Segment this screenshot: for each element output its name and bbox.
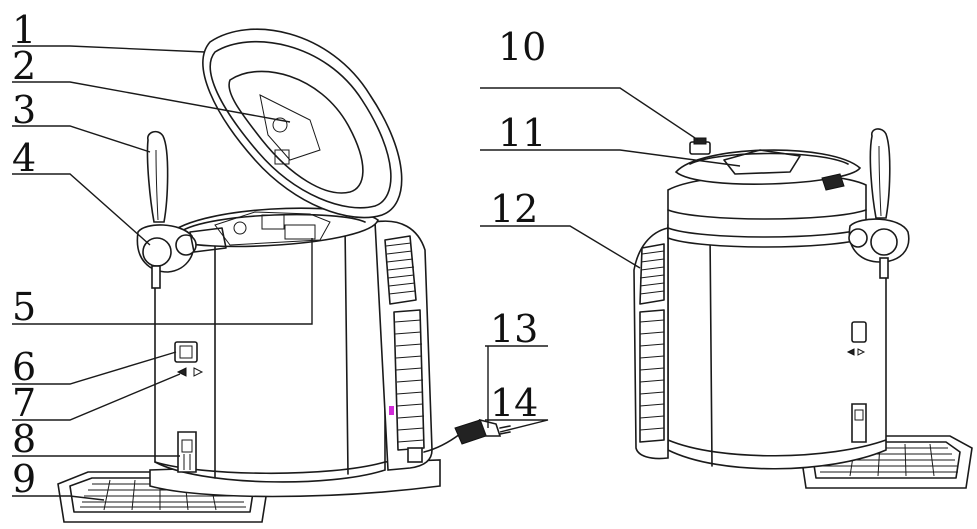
- tap-lever-left: [146, 130, 169, 223]
- callout-5: 5: [12, 285, 36, 329]
- callout-4: 4: [12, 136, 36, 180]
- callout-7: 7: [12, 381, 36, 425]
- tap-head-left: [136, 224, 227, 289]
- left-unit: [57, 28, 511, 523]
- callout-12: 12: [490, 187, 538, 231]
- callout-9: 9: [12, 457, 36, 501]
- main-body-right: [633, 224, 887, 470]
- tap-lever-right: [869, 128, 891, 219]
- indicator-arrows-left: [176, 367, 204, 377]
- right-unit: [633, 128, 973, 489]
- callout-14: 14: [490, 381, 538, 425]
- callout-10: 10: [498, 25, 546, 69]
- spout-left: [177, 431, 197, 473]
- callout-13: 13: [490, 307, 538, 351]
- tap-head-right: [848, 218, 910, 279]
- callout-2: 2: [12, 44, 36, 88]
- side-button-right: [846, 321, 867, 356]
- front-button-left: [174, 341, 198, 363]
- callout-labels: 1 2 3 4 5 6 7 8 9 10 11 12 13 14: [12, 8, 546, 501]
- callout-3: 3: [12, 88, 36, 132]
- callout-6: 6: [12, 345, 36, 389]
- callout-11: 11: [498, 111, 546, 155]
- leader-lines: [12, 45, 741, 501]
- spout-right: [851, 403, 867, 443]
- color-marker: [389, 406, 394, 415]
- lid-open: [202, 28, 403, 219]
- power-cord: [423, 418, 511, 453]
- callout-8: 8: [12, 417, 36, 461]
- top-knob: [689, 137, 711, 155]
- main-body-left: [154, 220, 433, 483]
- callout-1: 1: [12, 8, 36, 52]
